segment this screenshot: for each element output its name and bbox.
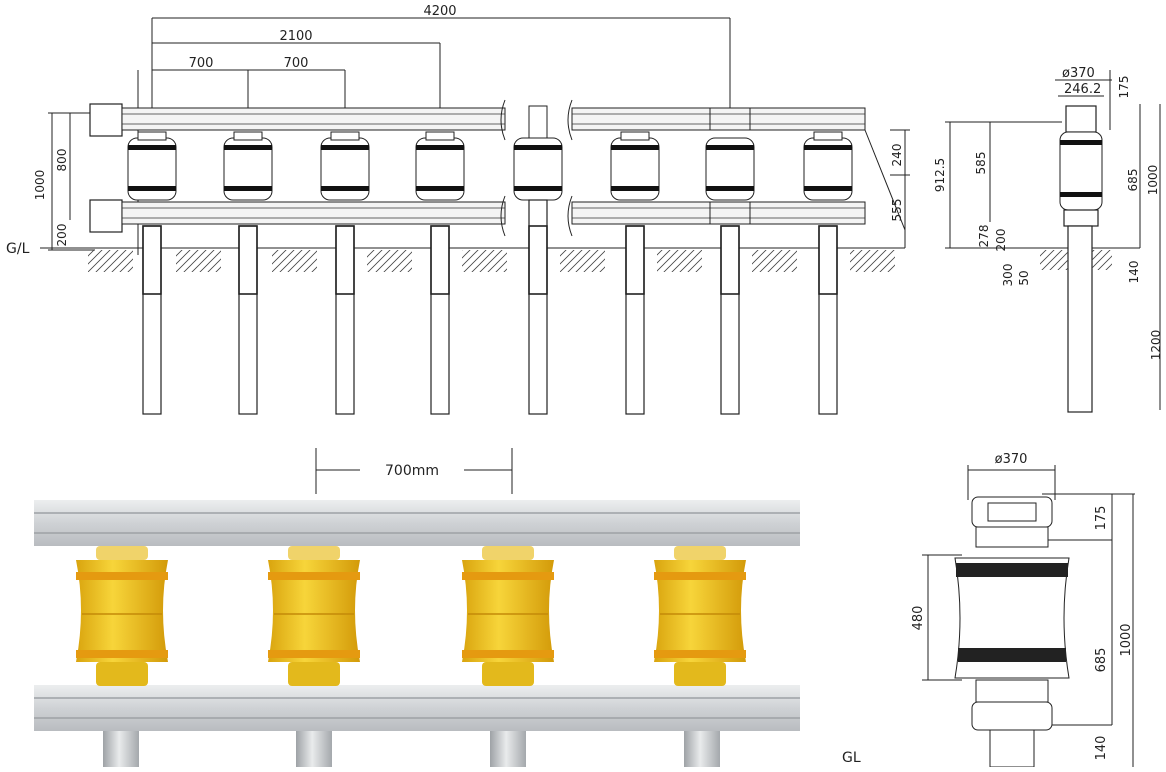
- dim-700-b: 700: [284, 56, 309, 71]
- ground-hatching: [88, 250, 895, 272]
- side-dim-200: 200: [994, 229, 1008, 252]
- side-dim-50: 50: [1017, 270, 1031, 285]
- side-dim-1200: 1200: [1149, 330, 1163, 361]
- dim-240: 240: [890, 144, 904, 167]
- side-dim-912: 912.5: [933, 158, 947, 192]
- dim-700-a: 700: [189, 56, 214, 71]
- render-upper-rail: [34, 500, 800, 546]
- dim-555: 555: [890, 199, 904, 222]
- side-dim-175: 175: [1117, 76, 1131, 99]
- side-view-top: ø370 246.2 175 685 1000 912.5 585 278 20…: [933, 66, 1163, 413]
- side-dim-685: 685: [1126, 169, 1140, 192]
- bottom-dim-1000: 1000: [1119, 623, 1134, 656]
- dim-200: 200: [55, 224, 69, 247]
- side-dim-300: 300: [1001, 264, 1015, 287]
- rail-end-cap-top: [89, 103, 123, 137]
- elevation-rollers: [127, 105, 853, 225]
- side-dim-246: 246.2: [1064, 82, 1101, 97]
- lower-rail: [121, 201, 866, 225]
- side-dim-140: 140: [1127, 261, 1141, 284]
- render-yellow-roller: [654, 546, 746, 686]
- bottom-dim-480: 480: [911, 606, 926, 631]
- dim-4200: 4200: [423, 4, 456, 19]
- dim-2100: 2100: [279, 29, 312, 44]
- bottom-dim-685: 685: [1094, 648, 1109, 673]
- dim-800: 800: [55, 149, 69, 172]
- render-view: 700mm: [34, 448, 861, 767]
- render-yellow-roller: [268, 546, 360, 686]
- side-dim-1000: 1000: [1146, 165, 1160, 196]
- ground-level-label: G/L: [6, 241, 30, 257]
- side-dim-585: 585: [974, 152, 988, 175]
- bottom-dia-370: ø370: [995, 452, 1028, 467]
- render-lower-rail: [34, 685, 800, 731]
- render-gl-label: GL: [842, 750, 861, 766]
- render-yellow-roller: [462, 546, 554, 686]
- render-yellow-roller: [76, 546, 168, 686]
- side-view-bottom: ø370 175 685 1000 480 140: [911, 452, 1135, 768]
- upper-rail: [121, 107, 866, 131]
- rail-end-cap-bottom: [89, 199, 123, 233]
- side-dia-370: ø370: [1062, 66, 1095, 81]
- bottom-dim-140: 140: [1094, 736, 1109, 761]
- side-dim-278: 278: [977, 225, 991, 248]
- elevation-posts: [142, 199, 838, 415]
- bottom-dim-175: 175: [1094, 506, 1109, 531]
- render-dim-700mm: 700mm: [385, 463, 439, 479]
- dim-1000: 1000: [33, 170, 47, 201]
- front-elevation: 4200 2100 700 700 1000 800 200 G/L: [6, 4, 910, 415]
